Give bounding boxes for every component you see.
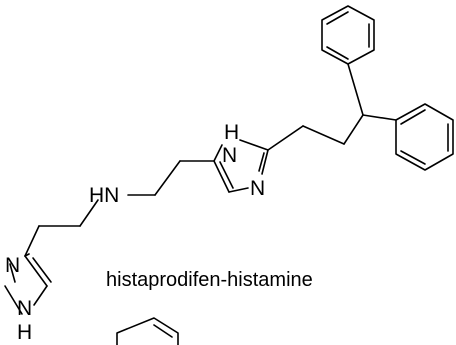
imidazole-ring-upper (213, 139, 269, 193)
atom-label-h: H (17, 321, 32, 344)
partial-ring-bottom (116, 317, 179, 345)
atom-label-h: H (224, 121, 239, 144)
phenyl-ring-top (321, 5, 375, 65)
atom-label-n: N (5, 254, 20, 277)
diagram-caption: histaprodifen-histamine (106, 269, 313, 291)
imidazole-ring-lower (4, 253, 52, 315)
atom-label-n: N (222, 144, 237, 167)
ethyl-chain-upper (127, 160, 215, 196)
atom-label-n: N (17, 297, 32, 320)
atom-label-hn: HN (89, 184, 119, 207)
phenyl-ring-right (395, 103, 454, 171)
ethyl-chain-lower (24, 199, 99, 257)
diphenylmethyl-bonds (267, 63, 397, 151)
atom-label-n: N (250, 177, 265, 200)
